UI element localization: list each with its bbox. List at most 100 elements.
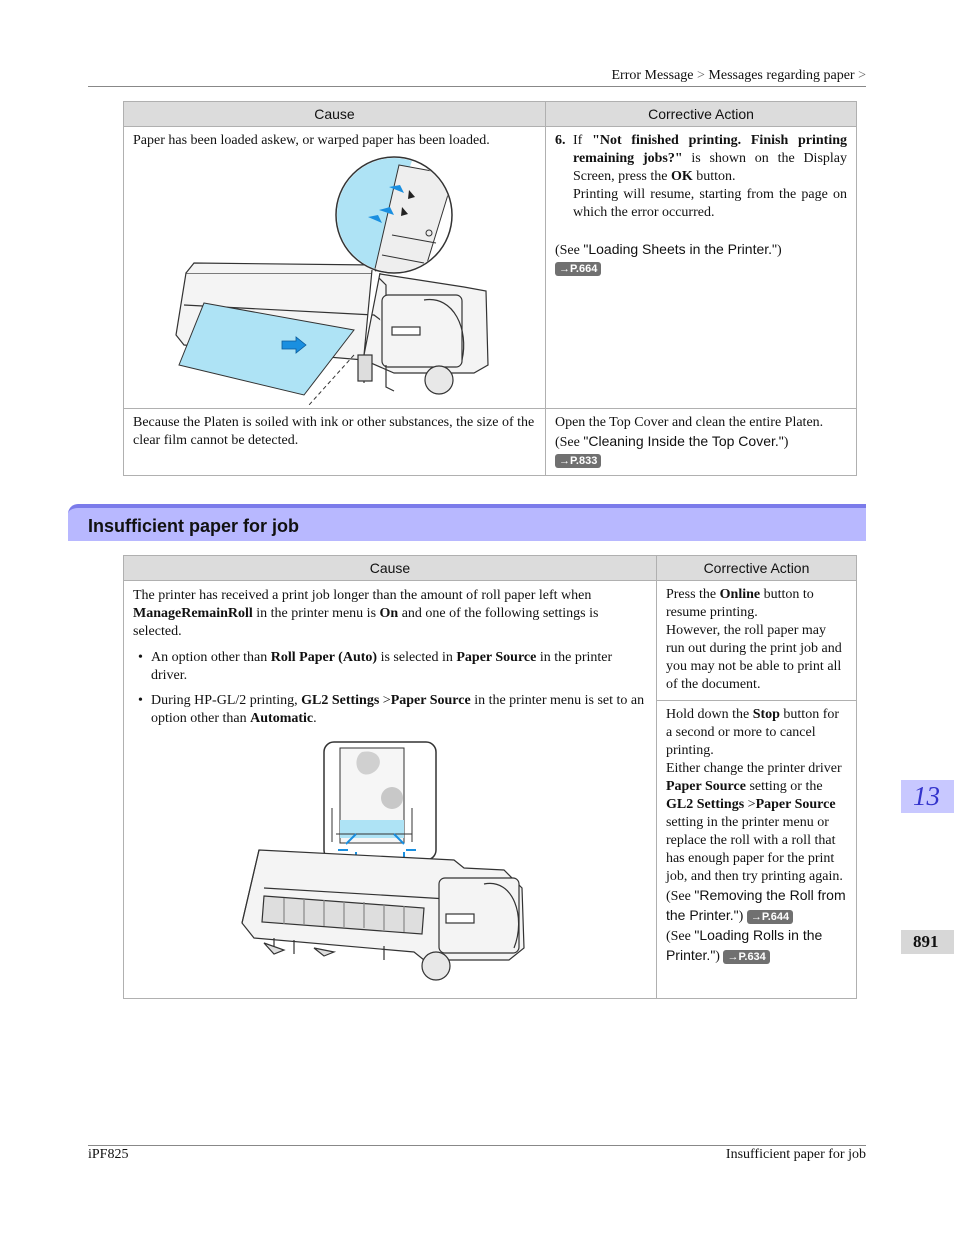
page-ref-badge[interactable]: →P.634	[723, 950, 770, 965]
zoom-callout	[335, 156, 453, 356]
bullet-text: is selected in	[377, 650, 457, 665]
bullet-text: >	[379, 693, 391, 708]
setting-value: Roll Paper (Auto)	[270, 650, 378, 665]
page-ref-badge[interactable]: →P.833	[554, 454, 602, 468]
see-prefix: (See	[554, 243, 584, 258]
bullet-text: in the printer driver.	[151, 650, 613, 683]
see-reference: (See "Loading Sheets in the Printer.") →…	[554, 240, 847, 278]
column-header-action: Corrective Action	[544, 101, 858, 127]
action-text: Hold down the	[665, 707, 753, 723]
breadcrumb-separator: >	[697, 68, 705, 83]
cause-text: Paper has been loaded askew, or warped p…	[133, 133, 490, 148]
arrow-right-icon	[281, 336, 307, 354]
printer-icon	[241, 849, 525, 981]
page-number: 891	[913, 932, 939, 951]
see-suffix: )	[738, 909, 744, 925]
see-prefix: (See	[665, 889, 695, 905]
breadcrumb-item[interactable]: Messages regarding paper	[708, 68, 855, 83]
setting-name: Paper Source	[456, 650, 537, 665]
see-link[interactable]: "Loading Sheets in the Printer."	[583, 241, 777, 257]
action-text: Press the	[665, 587, 720, 602]
table-row: Because the Platen is soiled with ink or…	[123, 408, 858, 476]
see-reference: (See "Removing the Roll from the Printer…	[666, 886, 847, 926]
step-number: 6.	[554, 133, 566, 148]
roll-paper-illustration	[241, 741, 525, 981]
bullet-text: An option other than	[151, 650, 271, 665]
stop-button-label: Stop	[752, 707, 780, 723]
see-prefix: (See	[554, 435, 584, 450]
chapter-tab[interactable]: 13	[901, 780, 954, 813]
column-header-cause: Cause	[123, 555, 657, 581]
setting-name: Paper Source	[665, 779, 746, 795]
breadcrumb-item[interactable]: Error Message	[611, 68, 694, 83]
step-text: If	[572, 133, 593, 148]
bullet-text: in the printer menu is set to an option …	[151, 693, 645, 726]
section-title: Insufficient paper for job	[88, 516, 300, 536]
setting-value: On	[379, 606, 399, 621]
header-rule	[88, 86, 866, 87]
chapter-number: 13	[913, 781, 940, 811]
action-text: >	[744, 797, 756, 813]
ok-button-label: OK	[670, 169, 693, 184]
list-item: An option other than Roll Paper (Auto) i…	[133, 649, 647, 685]
cause-text: in the printer menu is	[252, 606, 380, 621]
action-text: setting in the printer menu or replace t…	[665, 815, 843, 885]
see-suffix: )	[783, 435, 789, 450]
step-text: Printing will resume, starting from the …	[572, 187, 847, 220]
action-text: button for a second or more to cancel pr…	[665, 707, 840, 759]
cause-bullet-list: An option other than Roll Paper (Auto) i…	[133, 649, 647, 728]
zoom-callout	[323, 741, 437, 872]
action-text: However, the roll paper may run out duri…	[665, 623, 842, 692]
setting-name: GL2 Settings	[301, 693, 380, 708]
skewed-paper-illustration	[175, 156, 489, 405]
action-text: Either change the printer driver	[665, 761, 842, 777]
action-online: Press the Online button to resume printi…	[657, 581, 856, 699]
online-button-label: Online	[719, 587, 761, 602]
cause-text: The printer has received a print job lon…	[133, 588, 592, 603]
action-stop: Hold down the Stop button for a second o…	[657, 701, 856, 971]
bullet-text: During HP-GL/2 printing,	[151, 693, 302, 708]
page-ref-badge[interactable]: →P.644	[746, 910, 794, 925]
see-reference: (See "Cleaning Inside the Top Cover.") →…	[554, 432, 847, 470]
see-link[interactable]: "Cleaning Inside the Top Cover."	[583, 433, 784, 449]
see-suffix: )	[777, 243, 782, 258]
setting-name: GL2 Settings	[665, 797, 745, 813]
see-reference: (See "Loading Rolls in the Printer.") →P…	[666, 926, 847, 966]
error-table-top: Cause Corrective Action Paper has been l…	[123, 101, 858, 476]
page-number-tab: 891	[901, 930, 954, 954]
footer-model: iPF825	[88, 1147, 129, 1162]
bullet-text: .	[313, 711, 317, 726]
setting-name: Paper Source	[390, 693, 471, 708]
list-item: During HP-GL/2 printing, GL2 Settings >P…	[133, 692, 647, 728]
see-link[interactable]: "Removing the Roll from the Printer."	[665, 887, 846, 924]
step-text: button.	[692, 169, 736, 184]
cause-text: and one of the following settings is sel…	[133, 606, 599, 639]
footer-rule	[88, 1145, 866, 1146]
see-suffix: )	[715, 949, 720, 965]
table-row: Hold down the Stop button for a second o…	[124, 700, 858, 999]
cause-text: Because the Platen is soiled with ink or…	[133, 415, 535, 448]
see-link[interactable]: "Loading Rolls in the Printer."	[665, 927, 823, 964]
step-text: is shown on the Display Screen, press th…	[572, 151, 847, 184]
column-header-cause: Cause	[123, 101, 546, 127]
footer-topic: Insufficient paper for job	[725, 1147, 866, 1162]
action-text: button to resume printing.	[665, 587, 814, 620]
action-text: Open the Top Cover and clean the entire …	[554, 415, 824, 430]
paper-sheet-icon	[178, 302, 355, 396]
insufficient-paper-table: Cause Corrective Action The printer has …	[123, 555, 858, 999]
menu-setting-name: ManageRemainRoll	[133, 606, 253, 621]
action-text: setting or the	[745, 779, 823, 795]
breadcrumb: Error Message > Messages regarding paper…	[611, 68, 866, 84]
setting-value: Automatic	[250, 711, 314, 726]
display-message: "Not finished printing. Finish printing …	[572, 133, 848, 166]
see-prefix: (See	[665, 929, 695, 945]
cause-intro: The printer has received a print job lon…	[133, 587, 647, 641]
page-ref-badge[interactable]: →P.664	[554, 262, 602, 276]
setting-name: Paper Source	[755, 797, 836, 813]
table-row: The printer has received a print job lon…	[123, 579, 858, 999]
column-header-action: Corrective Action	[655, 555, 858, 581]
section-header: Insufficient paper for job	[68, 504, 866, 541]
table-row: Paper has been loaded askew, or warped p…	[123, 126, 858, 409]
breadcrumb-separator: >	[858, 68, 866, 83]
step-6: 6. If "Not finished printing. Finish pri…	[555, 132, 847, 222]
